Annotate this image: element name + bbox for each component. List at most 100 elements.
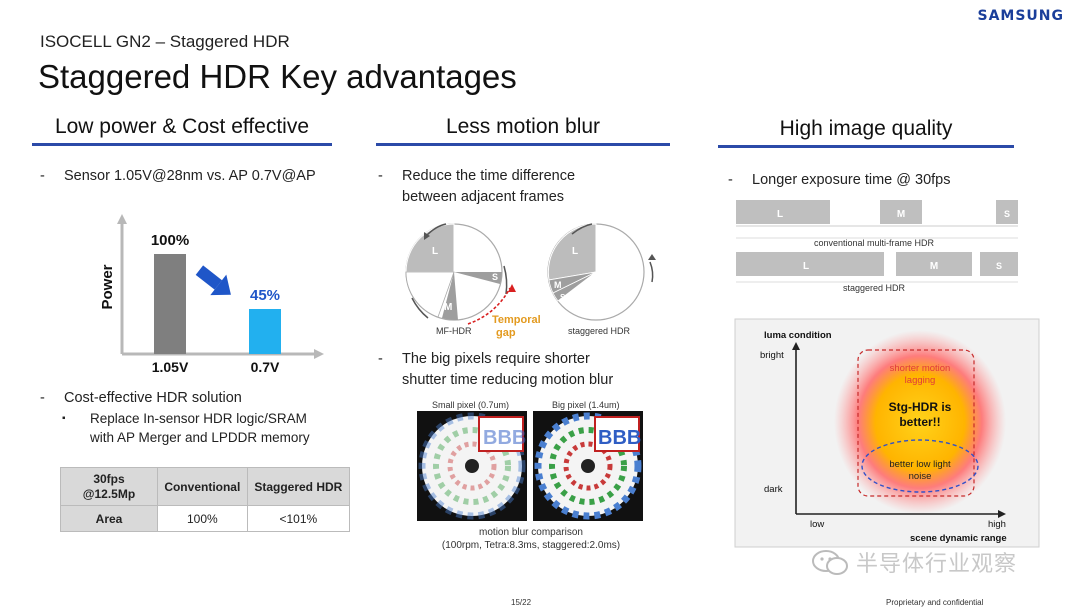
- dash-marker: -: [40, 168, 45, 184]
- table-cell-area: Area: [60, 505, 158, 532]
- reduction-arrow-icon: [195, 265, 231, 296]
- col1-bullet-cost-text: Cost-effective HDR solution: [64, 390, 242, 406]
- bar-1-05v: [154, 254, 186, 354]
- timeline-label-s: S: [1004, 209, 1010, 219]
- pie-caption-mf-hdr: MF-HDR: [436, 326, 472, 336]
- low-light-region-outline: [861, 439, 979, 493]
- temporal-gap-label-line-2: gap: [496, 327, 516, 339]
- timeline-label-l: L: [803, 261, 809, 272]
- pie-label-s: S: [492, 272, 498, 282]
- table-cell: 100%: [157, 505, 248, 532]
- col3-bullet-exposure-text: Longer exposure time @ 30fps: [752, 172, 951, 188]
- dynamic-range-diagram: luma condition bright dark low high scen…: [734, 318, 1040, 548]
- bottom-note-line-1: better low light: [889, 459, 951, 470]
- square-bullet-icon: ▪: [62, 413, 66, 424]
- table-header-cell: 30fps @12.5Mp: [60, 467, 158, 506]
- frame-timing-pie-diagram: L M S MF-HDR Temporal gap L M S staggere…: [405, 223, 656, 339]
- rotation-arrow-icon: [425, 223, 447, 237]
- col2-heading-underline: [376, 143, 670, 146]
- col3-heading-underline: [718, 145, 1014, 148]
- col2-bullet-time: - Reduce the time difference between adj…: [378, 166, 576, 208]
- y-axis-high-label: bright: [760, 350, 784, 361]
- col1-bullet-cost: - Cost-effective HDR solution: [40, 388, 242, 409]
- table-header-cell: Conventional: [157, 467, 248, 506]
- pie-label-m: M: [444, 302, 452, 313]
- table-header-row: 30fps @12.5Mp Conventional Staggered HDR: [60, 467, 351, 506]
- dash-marker: -: [40, 390, 45, 406]
- confidential-note: Proprietary and confidential: [886, 598, 984, 607]
- rotation-arrow-icon: [649, 261, 654, 283]
- exposure-timeline-diagram: L M S conventional multi-frame HDR L M S…: [736, 200, 1018, 293]
- sub-bullet-line-1: Replace In-sensor HDR logic/SRAM: [90, 411, 307, 426]
- col1-heading: Low power & Cost effective: [54, 115, 310, 138]
- motion-blur-comparison-images: BBB BBB: [417, 411, 643, 521]
- staggered-timeline-caption: staggered HDR: [843, 283, 906, 293]
- y-axis-title: luma condition: [764, 330, 832, 341]
- top-note-line-2: lagging: [905, 375, 936, 386]
- bar-0-7v-category-label: 0.7V: [251, 359, 280, 375]
- chart-ylabel: Power: [99, 264, 116, 309]
- blurred-bbb-text: BBB: [483, 427, 526, 449]
- y-axis-low-label: dark: [764, 484, 783, 495]
- small-pixel-image: BBB: [417, 411, 527, 521]
- col2-heading: Less motion blur: [445, 115, 601, 138]
- timeline-label-m: M: [897, 209, 905, 220]
- col3-heading: High image quality: [779, 117, 953, 140]
- conventional-timeline-caption: conventional multi-frame HDR: [814, 238, 935, 248]
- col1-bullet-sensor-text: Sensor 1.05V@28nm vs. AP 0.7V@AP: [64, 168, 316, 184]
- rotation-arrowhead-icon: [648, 254, 656, 260]
- sharp-bbb-text: BBB: [598, 427, 641, 449]
- col1-heading-underline: [32, 143, 332, 146]
- dash-marker: -: [728, 172, 733, 188]
- top-note-line-1: shorter motion: [890, 363, 951, 374]
- power-bar-chart: Power 100% 45% 1.05V 0.7V: [99, 214, 324, 375]
- bar-0-7v: [249, 309, 281, 354]
- x-axis-high-label: high: [988, 519, 1006, 530]
- watermark-text: 半导体行业观察: [856, 552, 1018, 577]
- table-cell: <101%: [246, 505, 351, 532]
- pie-caption-staggered-hdr: staggered HDR: [568, 326, 631, 336]
- diagram-x-axis-arrow: [998, 510, 1006, 518]
- x-axis-title: scene dynamic range: [910, 533, 1007, 544]
- diagram-y-axis-arrow: [792, 342, 800, 350]
- pie-label-m: M: [554, 280, 562, 290]
- rotation-arrow-icon: [503, 265, 508, 295]
- col1-bullet-sensor: - Sensor 1.05V@28nm vs. AP 0.7V@AP: [40, 166, 316, 187]
- motion-blur-caption-line-1: motion blur comparison: [479, 527, 583, 538]
- timeline-label-m: M: [930, 261, 938, 272]
- sub-bullet-line-2: with AP Merger and LPDDR memory: [90, 430, 310, 445]
- motion-blur-caption-line-2: (100rpm, Tetra:8.3ms, staggered:2.0ms): [441, 540, 621, 551]
- bar-1-05v-value-label: 100%: [151, 232, 189, 249]
- x-axis-low-label: low: [810, 519, 824, 530]
- dash-marker: -: [378, 351, 383, 367]
- rotation-arrow-icon: [411, 297, 429, 319]
- col2-bullet-time-line-1: Reduce the time difference: [402, 168, 576, 184]
- wechat-logo-icon: [812, 550, 848, 575]
- col1-sub-bullet: ▪ Replace In-sensor HDR logic/SRAM with …: [62, 409, 310, 447]
- chart-y-axis-arrow: [117, 214, 127, 224]
- area-comparison-table: 30fps @12.5Mp Conventional Staggered HDR…: [60, 467, 351, 532]
- col2-bullet-pixels-line-2: shutter time reducing motion blur: [402, 372, 614, 388]
- conventional-timeline: L M S conventional multi-frame HDR: [736, 200, 1018, 248]
- temporal-gap-arrow-icon: [467, 287, 511, 325]
- col2-bullet-pixels-line-1: The big pixels require shorter: [402, 351, 590, 367]
- timeline-label-s: S: [996, 261, 1002, 271]
- center-note-line-1: Stg-HDR is: [889, 400, 952, 414]
- small-pixel-label: Small pixel (0.7um): [432, 400, 510, 410]
- bar-0-7v-value-label: 45%: [250, 287, 280, 304]
- slide-title: Staggered HDR Key advantages: [38, 58, 517, 95]
- mf-hdr-pie: L M S MF-HDR: [405, 223, 508, 336]
- rotation-arrow-icon: [571, 223, 593, 235]
- bar-1-05v-category-label: 1.05V: [152, 359, 189, 375]
- center-note-line-2: better!!: [899, 415, 940, 429]
- motion-blur-caption: motion blur comparison (100rpm, Tetra:8.…: [396, 526, 666, 552]
- pie-label-s: S: [560, 293, 566, 302]
- staggered-timeline: L M S staggered HDR: [736, 252, 1018, 293]
- dash-marker: -: [378, 168, 383, 184]
- table-header-cell: Staggered HDR: [246, 467, 351, 506]
- temporal-gap-label-line-1: Temporal: [492, 314, 541, 326]
- samsung-logo: SAMSUNG: [977, 8, 1064, 24]
- staggered-hdr-pie: L M S staggered HDR: [547, 223, 656, 336]
- page-number: 15/22: [511, 598, 532, 607]
- stg-hdr-region-outline: [857, 349, 975, 497]
